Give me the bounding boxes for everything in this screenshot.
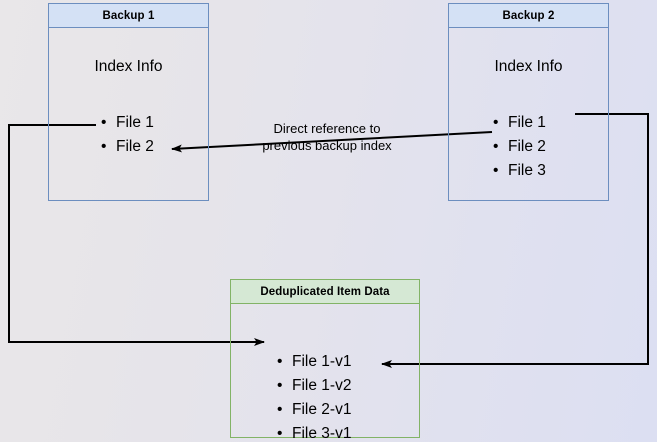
dedup-title: Deduplicated Item Data bbox=[231, 280, 419, 304]
list-item: File 2 bbox=[493, 135, 546, 159]
direct-reference-note-line2: previous backup index bbox=[262, 138, 392, 153]
direct-reference-note-line1: Direct reference to bbox=[273, 121, 381, 136]
list-item: File 2 bbox=[101, 135, 154, 159]
backup1-title: Backup 1 bbox=[49, 4, 208, 28]
list-item: File 1 bbox=[101, 111, 154, 135]
backup1-box[interactable]: Backup 1 Index Info File 1 File 2 bbox=[48, 3, 209, 201]
backup2-box[interactable]: Backup 2 Index Info File 1 File 2 File 3 bbox=[448, 3, 609, 201]
list-item: File 3-v1 bbox=[277, 422, 351, 446]
list-item: File 2-v1 bbox=[277, 398, 351, 422]
list-item: File 1-v2 bbox=[277, 374, 351, 398]
list-item: File 1 bbox=[493, 111, 546, 135]
backup2-file-list: File 1 File 2 File 3 bbox=[493, 111, 546, 183]
backup2-index-info-label: Index Info bbox=[494, 58, 563, 75]
list-item: File 1-v1 bbox=[277, 350, 351, 374]
deduplicated-item-data-box[interactable]: Deduplicated Item Data File 1-v1 File 1-… bbox=[230, 279, 420, 446]
backup1-index-info-label: Index Info bbox=[94, 58, 163, 75]
dedup-file-list: File 1-v1 File 1-v2 File 2-v1 File 3-v1 bbox=[277, 350, 351, 446]
list-item: File 3 bbox=[493, 159, 546, 183]
backup1-file-list: File 1 File 2 bbox=[101, 111, 154, 159]
backup2-body: Index Info File 1 File 2 File 3 bbox=[449, 28, 608, 200]
direct-reference-note: Direct reference to previous backup inde… bbox=[247, 120, 407, 154]
backup2-title: Backup 2 bbox=[449, 4, 608, 28]
backup1-body: Index Info File 1 File 2 bbox=[49, 28, 208, 200]
dedup-body: File 1-v1 File 1-v2 File 2-v1 File 3-v1 bbox=[231, 304, 419, 446]
